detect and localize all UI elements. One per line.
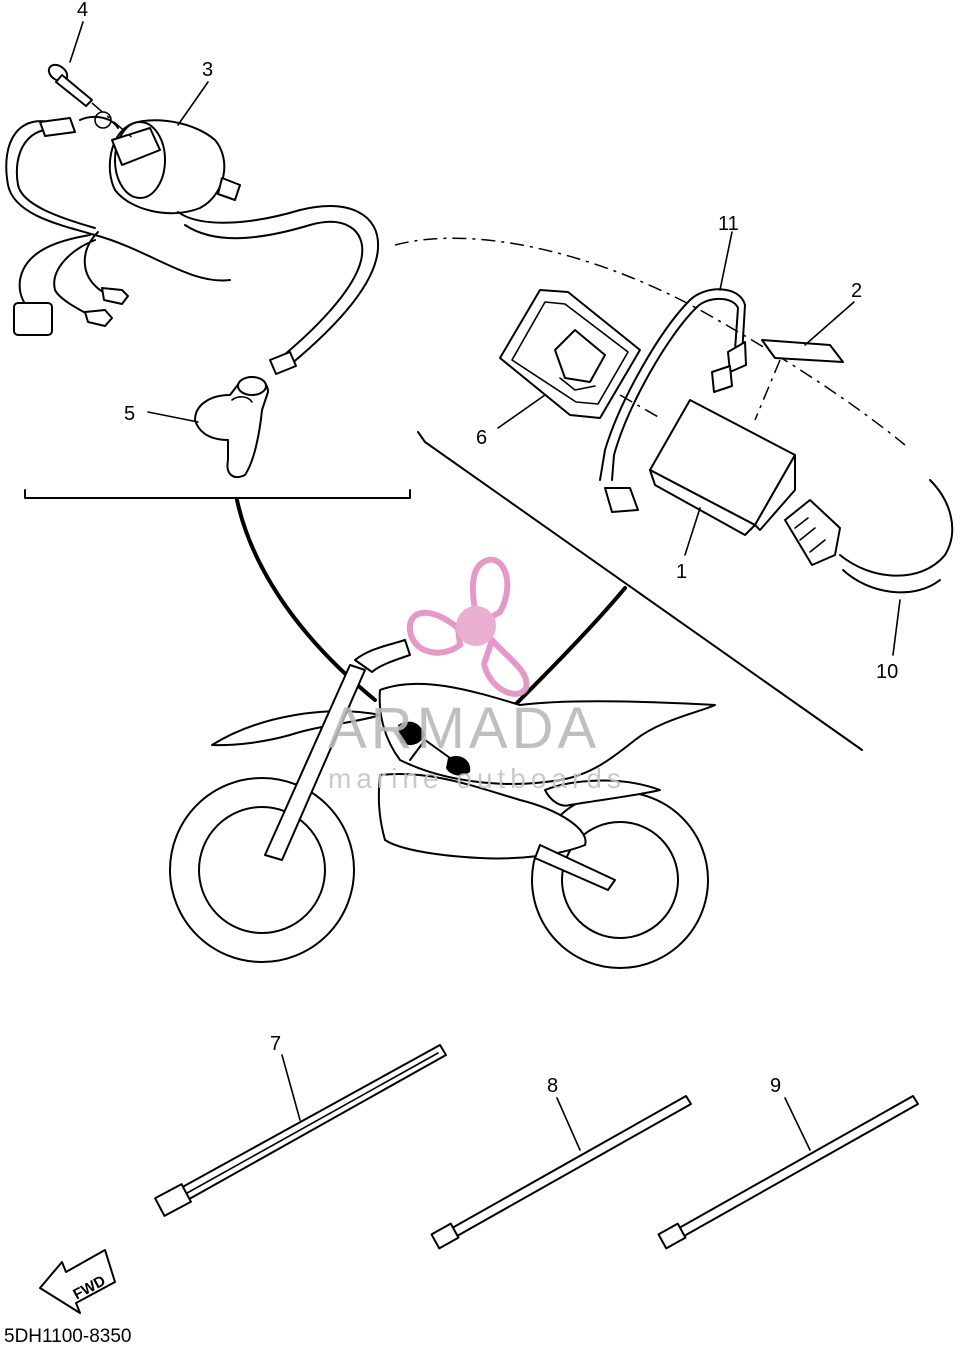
callout-5: 5	[124, 403, 135, 425]
spark-plug-cap-part	[194, 376, 269, 479]
callout-numbers: 4 3 5 6 1 2 11 10 7 8 9	[77, 0, 898, 1097]
armada-watermark: ARMADA marine outboards	[328, 556, 626, 794]
callout-1: 1	[676, 561, 687, 583]
leader-lines	[69, 21, 901, 1151]
cdi-unit-assembly	[394, 237, 954, 594]
callout-7: 7	[270, 1033, 281, 1055]
watermark-tagline: marine outboards	[328, 763, 626, 794]
drawing-code: 5DH1100-8350	[4, 1326, 131, 1345]
propeller-logo-icon	[406, 556, 530, 697]
ignition-coil-assembly	[5, 111, 380, 375]
motorcycle-outline	[169, 639, 716, 969]
callout-4: 4	[77, 0, 88, 21]
fwd-arrow-icon: FWD	[39, 1249, 116, 1314]
cable-tie-7	[154, 1044, 447, 1217]
callout-8: 8	[547, 1075, 558, 1097]
callout-10: 10	[876, 661, 898, 683]
right-bracket-line	[417, 431, 863, 751]
callout-9: 9	[770, 1075, 781, 1097]
callout-2: 2	[851, 280, 862, 302]
screw-part	[47, 63, 136, 141]
callout-3: 3	[202, 59, 213, 81]
callout-6: 6	[476, 427, 487, 449]
right-pointer-line	[503, 586, 627, 717]
watermark-brand: ARMADA	[328, 696, 600, 761]
cable-tie-9	[657, 1095, 919, 1250]
callout-11: 11	[718, 213, 739, 235]
cable-tie-8	[430, 1095, 692, 1250]
left-bracket-line	[24, 489, 411, 499]
